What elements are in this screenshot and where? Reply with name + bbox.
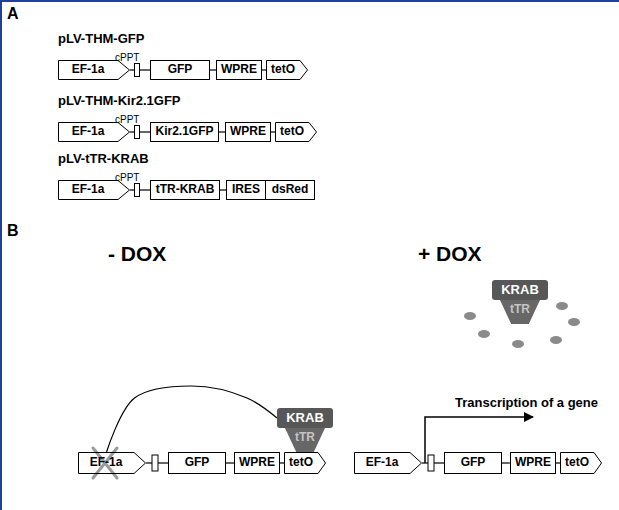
gene-box: WPRE xyxy=(510,452,556,474)
dox-dot xyxy=(512,340,524,348)
dox-dot xyxy=(550,336,562,344)
element-label: GFP xyxy=(185,456,210,469)
element-label: cPPT xyxy=(115,52,139,63)
panel-letter: B xyxy=(7,222,19,240)
cppt-box xyxy=(428,455,434,471)
element-arrow: EF-1a xyxy=(58,180,130,200)
element-label: tTR xyxy=(295,431,315,444)
dox-dot xyxy=(478,330,490,338)
element-label: Kir2.1GFP xyxy=(155,125,213,138)
backbone-line xyxy=(556,462,560,463)
cppt-box: cPPT xyxy=(134,125,140,139)
element-arrow: EF-1a xyxy=(58,60,130,80)
condition-label: - DOX xyxy=(108,242,166,266)
element-label: cPPT xyxy=(115,114,139,125)
gene-box: GFP xyxy=(150,60,210,80)
element-label: EF-1a xyxy=(72,183,105,196)
element-arrow: EF-1a xyxy=(58,122,130,142)
cppt-box: cPPT xyxy=(134,63,140,77)
gene-box: WPRE xyxy=(216,60,262,80)
element-label: EF-1a xyxy=(72,63,105,76)
repression-curve xyxy=(107,386,277,452)
backbone-line xyxy=(502,462,510,463)
backbone-line xyxy=(262,69,266,70)
frame-border xyxy=(0,0,2,510)
element-label: tetO xyxy=(565,456,589,469)
annotation-text: Transcription of a gene xyxy=(455,396,598,411)
gene-box: Kir2.1GFP xyxy=(150,122,219,142)
ttr-domain: tTR xyxy=(285,428,325,452)
dox-dot xyxy=(556,302,568,310)
element-arrow: tetO xyxy=(560,452,602,474)
element-arrow: tetO xyxy=(284,452,326,474)
backbone-line xyxy=(140,131,150,132)
doxycycline-dots xyxy=(464,302,580,348)
gene-box: IRES xyxy=(226,180,266,200)
element-label: cPPT xyxy=(115,172,139,183)
cppt-box xyxy=(152,455,158,471)
gene-box: GFP xyxy=(168,452,226,474)
element-label: WPRE xyxy=(230,125,266,138)
element-arrow: EF-1a xyxy=(354,452,422,474)
element-label: WPRE xyxy=(221,63,257,76)
gene-box: GFP xyxy=(444,452,502,474)
gene-box: WPRE xyxy=(225,122,271,142)
element-arrow: tetO xyxy=(275,122,317,142)
element-label: WPRE xyxy=(515,456,551,469)
element-label: KRAB xyxy=(501,283,539,297)
element-label: tetO xyxy=(280,125,304,138)
element-arrow: tetO xyxy=(266,60,308,80)
krab-domain: KRAB xyxy=(277,408,333,428)
construct-name: pLV-THM-Kir2.1GFP xyxy=(58,94,181,109)
element-label: WPRE xyxy=(239,456,275,469)
element-label: tetO xyxy=(271,63,295,76)
condition-label: + DOX xyxy=(418,242,482,266)
construct-name: pLV-tTR-KRAB xyxy=(58,152,149,167)
construct-name: pLV-THM-GFP xyxy=(58,32,144,47)
element-label: EF-1a xyxy=(366,456,399,469)
frame-border xyxy=(0,0,619,2)
element-label: IRES xyxy=(232,183,260,196)
krab-domain: KRAB xyxy=(492,280,548,300)
dox-dot xyxy=(464,312,476,320)
element-label: tTR-KRAB xyxy=(156,183,215,196)
dox-dot xyxy=(568,318,580,326)
gene-box: WPRE xyxy=(234,452,280,474)
cppt-box: cPPT xyxy=(134,183,140,197)
element-label: EF-1a xyxy=(72,125,105,138)
backbone-line xyxy=(280,462,284,463)
backbone-line xyxy=(140,69,150,70)
element-label: KRAB xyxy=(286,411,324,425)
element-label: GFP xyxy=(168,63,193,76)
element-arrow: EF-1a xyxy=(78,452,146,474)
element-label: EF-1a xyxy=(90,456,123,469)
backbone-line xyxy=(140,189,150,190)
element-label: tTR xyxy=(510,303,530,316)
ttr-domain: tTR xyxy=(500,300,540,324)
backbone-line xyxy=(226,462,234,463)
backbone-line xyxy=(271,131,275,132)
element-label: dsRed xyxy=(272,183,309,196)
gene-box: dsRed xyxy=(265,180,315,200)
element-label: tetO xyxy=(289,456,313,469)
gene-box: tTR-KRAB xyxy=(150,180,220,200)
panel-letter: A xyxy=(7,5,19,23)
element-label: GFP xyxy=(461,456,486,469)
